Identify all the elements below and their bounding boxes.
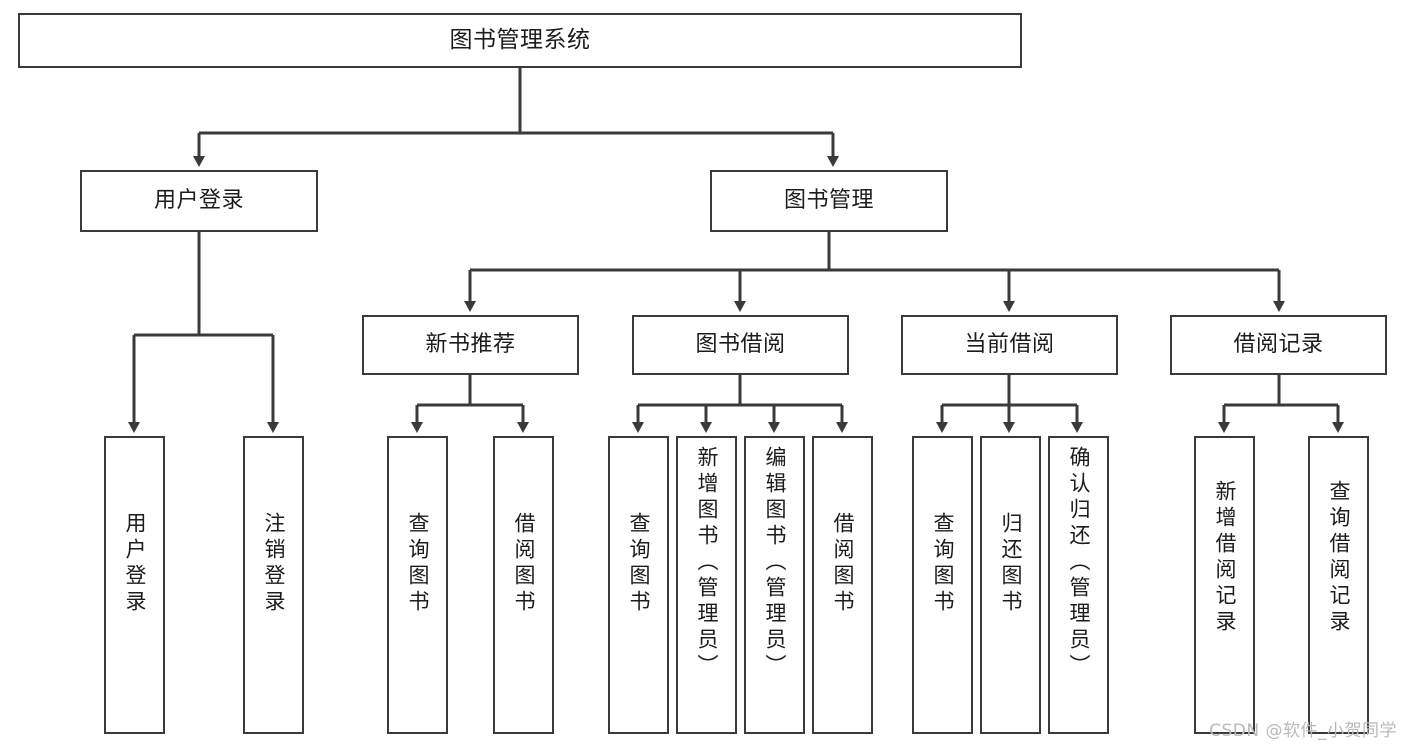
node-borrow-record-label: 借阅记录 [1233,332,1324,358]
node-leaf-add-book-label: 新增图书（管理员） [695,446,719,680]
node-leaf-user-login[interactable]: 用户登录 [104,436,165,734]
node-leaf-edit-book[interactable]: 编辑图书（管理员） [744,436,805,734]
node-leaf-borrow-book-1[interactable]: 借阅图书 [493,436,554,734]
node-leaf-query-book-1[interactable]: 查询图书 [387,436,448,734]
node-leaf-logout-label: 注销登录 [262,512,286,616]
node-root[interactable]: 图书管理系统 [18,13,1022,68]
node-book-management-label: 图书管理 [783,188,874,214]
node-user-login-label: 用户登录 [153,188,244,214]
node-book-borrow[interactable]: 图书借阅 [632,315,849,375]
node-user-login[interactable]: 用户登录 [80,170,318,232]
node-leaf-edit-book-label: 编辑图书（管理员） [763,446,787,680]
node-leaf-add-record[interactable]: 新增借阅记录 [1194,436,1255,734]
node-leaf-query-book-1-label: 查询图书 [406,512,430,616]
node-leaf-add-record-label: 新增借阅记录 [1213,480,1237,636]
node-leaf-borrow-book-2-label: 借阅图书 [831,512,855,616]
node-leaf-user-login-label: 用户登录 [123,512,147,616]
node-leaf-return-book[interactable]: 归还图书 [980,436,1041,734]
node-leaf-confirm-return[interactable]: 确认归还（管理员） [1048,436,1109,734]
node-leaf-query-book-3-label: 查询图书 [931,512,955,616]
node-current-borrow[interactable]: 当前借阅 [901,315,1118,375]
watermark: CSDN @软件_小贺同学 [1209,721,1397,741]
node-leaf-logout[interactable]: 注销登录 [243,436,304,734]
node-leaf-query-book-2[interactable]: 查询图书 [608,436,669,734]
node-new-book-recommend-label: 新书推荐 [425,332,516,358]
node-leaf-return-book-label: 归还图书 [999,512,1023,616]
node-leaf-add-book[interactable]: 新增图书（管理员） [676,436,737,734]
node-leaf-confirm-return-label: 确认归还（管理员） [1067,446,1091,680]
node-leaf-query-record-label: 查询借阅记录 [1327,480,1351,636]
node-leaf-borrow-book-1-label: 借阅图书 [512,512,536,616]
node-book-borrow-label: 图书借阅 [695,332,786,358]
node-root-label: 图书管理系统 [449,26,591,53]
node-leaf-query-record[interactable]: 查询借阅记录 [1308,436,1369,734]
node-leaf-borrow-book-2[interactable]: 借阅图书 [812,436,873,734]
node-leaf-query-book-2-label: 查询图书 [627,512,651,616]
node-current-borrow-label: 当前借阅 [964,332,1055,358]
node-new-book-recommend[interactable]: 新书推荐 [362,315,579,375]
node-leaf-query-book-3[interactable]: 查询图书 [912,436,973,734]
node-borrow-record[interactable]: 借阅记录 [1170,315,1387,375]
node-book-management[interactable]: 图书管理 [710,170,948,232]
